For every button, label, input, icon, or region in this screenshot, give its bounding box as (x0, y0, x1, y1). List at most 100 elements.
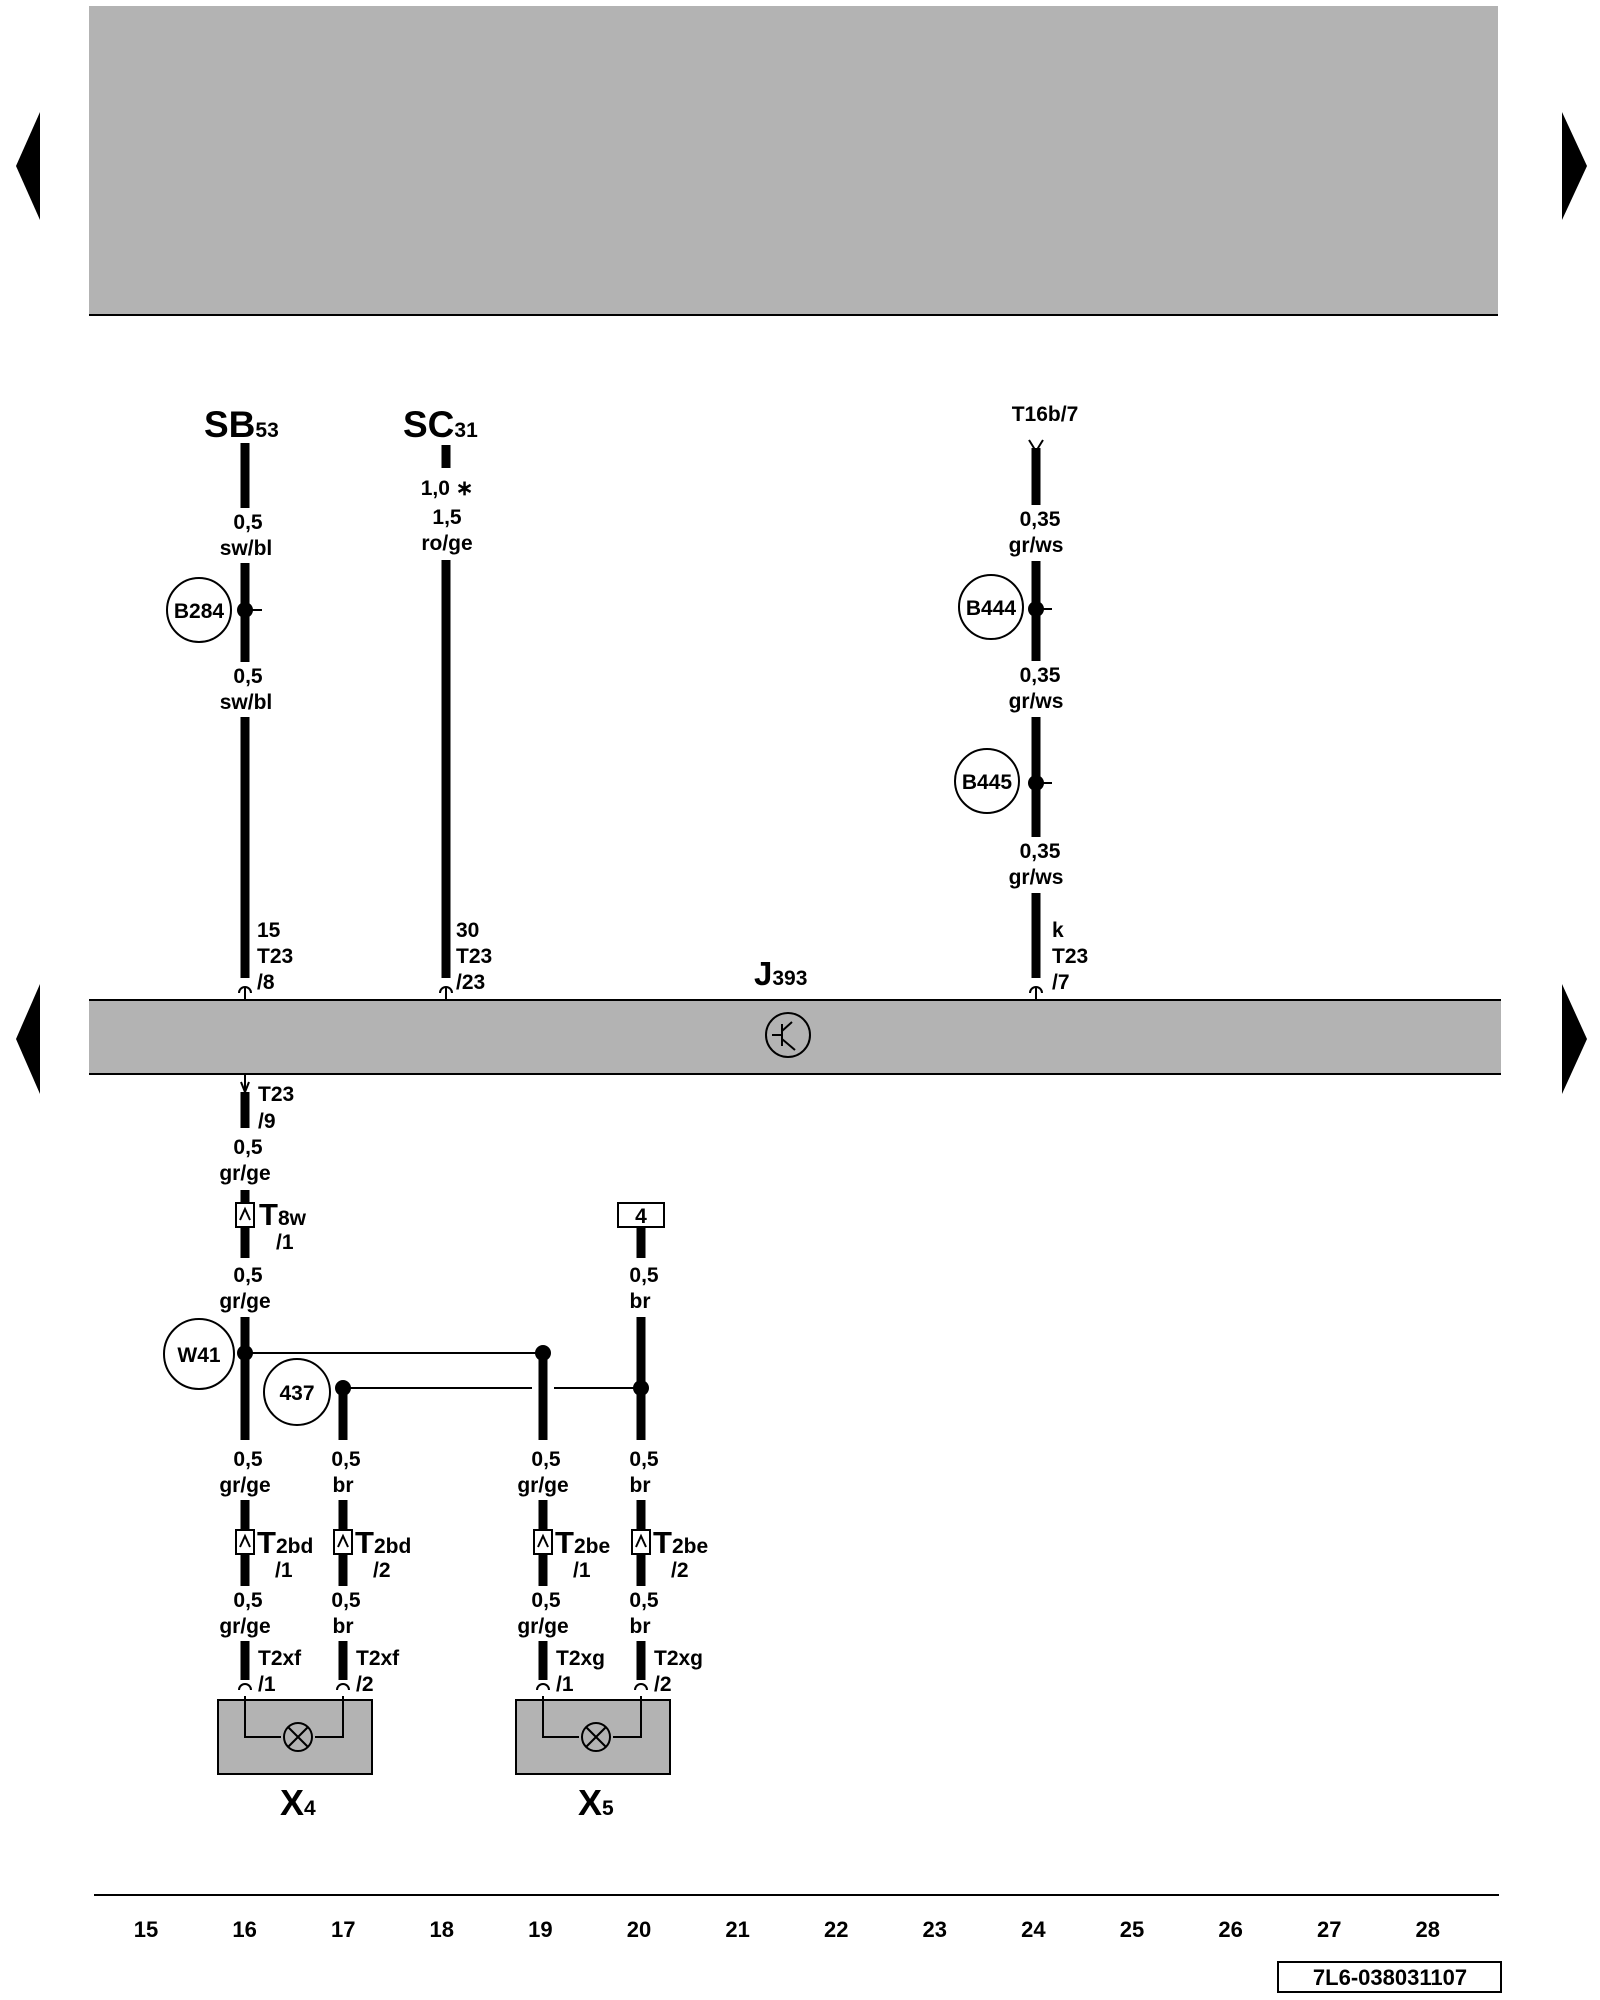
connector-t2bd-2-icon (333, 1529, 353, 1555)
nav-left-arrow-top[interactable] (16, 112, 40, 220)
wire-20-branch-color-2: br (630, 1615, 651, 1638)
pin-18-number: 30 (456, 919, 479, 942)
wire-16-size-1: 0,5 (233, 511, 263, 534)
connector-t2bd-1-label: T2bd (257, 1525, 313, 1560)
pin-t2xg-2-socket-icon (634, 1683, 648, 1691)
wire-16-size-2: 0,5 (233, 665, 263, 688)
splice-b284-label: B284 (174, 600, 225, 623)
column-number: 25 (1120, 1917, 1144, 1942)
nav-right-arrow-middle[interactable] (1562, 984, 1587, 1094)
top-module-area (89, 6, 1498, 314)
wire-16-branch-color-2: gr/ge (219, 1615, 270, 1638)
lamp-x4-circuit (244, 1696, 344, 1738)
column-number: 24 (1021, 1917, 1046, 1942)
reference-box-number: 4 (635, 1205, 647, 1228)
nav-left-arrow-middle[interactable] (16, 984, 40, 1094)
column-number: 21 (725, 1917, 749, 1942)
column-number: 20 (627, 1917, 651, 1942)
pin-18-connector: T23 (456, 945, 492, 968)
wire-24-size-3: 0,35 (1020, 840, 1061, 863)
column-number: 23 (923, 1917, 947, 1942)
ground-437-circle (263, 1358, 331, 1426)
bulb-icon (283, 1722, 313, 1752)
column-number: 16 (232, 1917, 256, 1942)
reference-box[interactable] (617, 1202, 665, 1228)
component-x4-label: X4 (280, 1782, 316, 1823)
wire-16-color-2: sw/bl (220, 691, 273, 714)
connector-t2bd-2-label: T2bd (355, 1525, 411, 1560)
wire-19-branch-size-2: 0,5 (531, 1589, 561, 1612)
column-number: 17 (331, 1917, 355, 1942)
connector-t2be-2-label: T2be (653, 1525, 708, 1560)
wire-20-top-size: 0,5 (629, 1264, 659, 1287)
lamp-x5-housing (515, 1699, 671, 1775)
connector-t2be-1-index: /1 (573, 1559, 591, 1582)
wire-16-lower-size-1: 0,5 (233, 1136, 263, 1159)
wire-17-branch-color-1: br (333, 1474, 354, 1497)
component-j393-label: J393 (754, 955, 807, 992)
splice-b284-circle (166, 577, 232, 643)
wire-24-size-1: 0,35 (1020, 508, 1061, 531)
pin-t2xg-2-connector: T2xg (654, 1647, 703, 1670)
pin-24-connector: T23 (1052, 945, 1088, 968)
pin-t2xf-1-index: /1 (258, 1673, 276, 1696)
connector-t2be-1-icon (533, 1529, 553, 1555)
splice-w41-circle (163, 1318, 235, 1390)
wire-19-branch-size-1: 0,5 (531, 1448, 561, 1471)
component-sb-label: SB53 (204, 404, 279, 445)
wire-24-color-1: gr/ws (1009, 534, 1064, 557)
pin-16-index: /8 (257, 971, 275, 994)
pin-t2xg-1-socket-icon (536, 1683, 550, 1691)
wire-18-size: 1,5 (432, 506, 462, 529)
wire-24-size-2: 0,35 (1020, 664, 1061, 687)
pin-t2xf-1-socket-icon (238, 1683, 252, 1691)
pin-16-connector: T23 (257, 945, 293, 968)
pin-t2xg-1-index: /1 (556, 1673, 574, 1696)
pin-t2xf-2-index: /2 (356, 1673, 374, 1696)
connector-t2bd-1-index: /1 (275, 1559, 293, 1582)
nav-right-arrow-top[interactable] (1562, 112, 1587, 220)
document-code-box (1277, 1961, 1502, 1993)
wire-16-branch-size-1: 0,5 (233, 1448, 263, 1471)
pin-t2xf-1-connector: T2xf (258, 1647, 302, 1670)
column-number: 27 (1317, 1917, 1341, 1942)
document-code: 7L6-038031107 (1313, 1965, 1467, 1990)
lamp-x5-circuit (542, 1696, 642, 1738)
bulb-icon (581, 1722, 611, 1752)
column-number: 18 (430, 1917, 454, 1942)
wire-16-color-1: sw/bl (220, 537, 273, 560)
column-number: 22 (824, 1917, 848, 1942)
pin-16-number: 15 (257, 919, 281, 942)
component-x5-label: X5 (578, 1782, 614, 1823)
wire-24-color-2: gr/ws (1009, 690, 1064, 713)
wire-17-branch-size-2: 0,5 (331, 1589, 361, 1612)
connector-t2be-1-label: T2be (555, 1525, 610, 1560)
pin-18-index: /23 (456, 971, 485, 994)
wire-18-alt-size: 1,0 ∗ (421, 477, 474, 500)
column-number: 15 (134, 1917, 158, 1942)
connector-t8w-index: /1 (276, 1231, 294, 1254)
wire-17-branch-color-2: br (333, 1615, 354, 1638)
pin-24-index: /7 (1052, 971, 1070, 994)
component-sc-label: SC31 (403, 404, 478, 445)
wire-19-branch-color-1: gr/ge (517, 1474, 568, 1497)
splice-b445-circle (954, 748, 1020, 814)
splice-b444-label: B444 (966, 597, 1017, 620)
wire-20-branch-size-1: 0,5 (629, 1448, 659, 1471)
wire-16-lower-color-1: gr/ge (219, 1162, 270, 1185)
control-unit-j393 (89, 1000, 1501, 1074)
pin-t2xg-1-connector: T2xg (556, 1647, 605, 1670)
wire-16-branch-size-2: 0,5 (233, 1589, 263, 1612)
wire-24-color-3: gr/ws (1009, 866, 1064, 889)
splice-b445-label: B445 (962, 771, 1013, 794)
pin-t2xf-2-socket-icon (336, 1683, 350, 1691)
column-number: 19 (528, 1917, 552, 1942)
wire-16-lower-color-2: gr/ge (219, 1290, 270, 1313)
wire-20-top-color: br (630, 1290, 651, 1313)
lamp-x4-housing (217, 1699, 373, 1775)
column-number: 26 (1218, 1917, 1242, 1942)
pin-16-out-connector: T23 (258, 1083, 294, 1106)
splice-w41-label: W41 (177, 1344, 221, 1367)
